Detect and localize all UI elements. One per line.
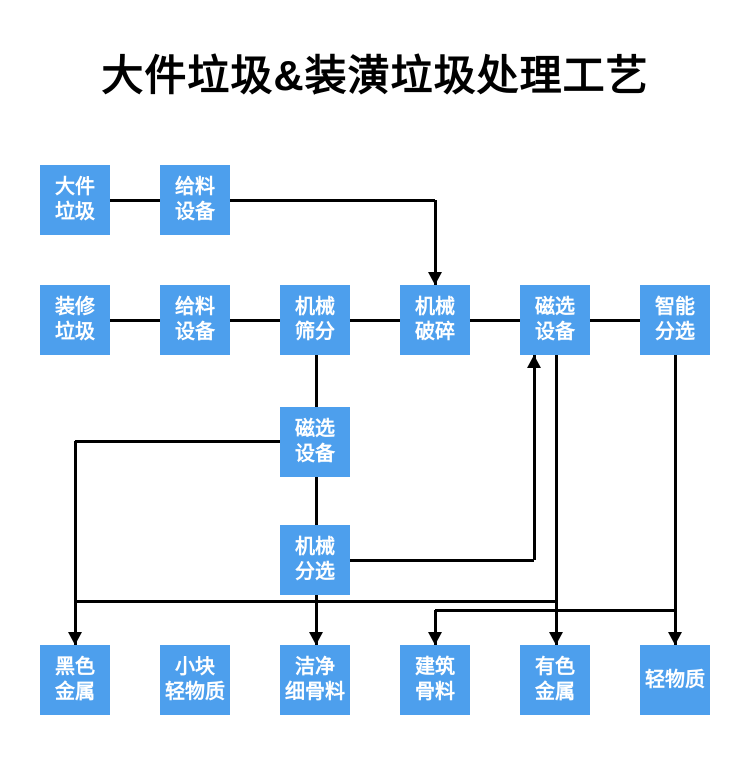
node-mechanical-sorting: 机械分选 xyxy=(280,525,350,595)
node-label: 小块 xyxy=(175,656,215,678)
node-construction-aggregate: 建筑骨料 xyxy=(400,645,470,715)
edge-ferrous-collector-line xyxy=(75,599,556,603)
node-label: 分选 xyxy=(295,561,335,583)
node-label: 设备 xyxy=(295,443,335,465)
node-mechanical-screening: 机械筛分 xyxy=(280,285,350,355)
edge-magnetic2-to-ferrous-line xyxy=(73,441,77,645)
arrowhead-up-icon xyxy=(527,355,541,368)
edge-branch-to-aggregate-line xyxy=(435,608,675,612)
arrowhead-down-icon xyxy=(549,632,563,645)
node-label: 破碎 xyxy=(415,321,455,343)
node-ferrous-metal: 黑色金属 xyxy=(40,645,110,715)
node-label: 有色 xyxy=(535,656,575,678)
node-intelligent-sorting: 智能分选 xyxy=(640,285,710,355)
node-label: 设备 xyxy=(175,321,215,343)
node-label: 轻物质 xyxy=(645,668,705,691)
node-nonferrous-metal: 有色金属 xyxy=(520,645,590,715)
node-renovation-waste: 装修垃圾 xyxy=(40,285,110,355)
node-label: 金属 xyxy=(535,681,575,703)
node-magnetic-separator-2: 磁选设备 xyxy=(280,407,350,477)
node-label: 机械 xyxy=(415,296,455,318)
node-label: 建筑 xyxy=(415,656,455,678)
arrowhead-down-icon xyxy=(428,632,442,645)
node-label: 黑色 xyxy=(55,656,95,678)
edge-crushing-to-magnetic1-line xyxy=(470,318,520,322)
node-label: 细骨料 xyxy=(285,681,345,703)
node-label: 分选 xyxy=(655,321,695,343)
node-label: 设备 xyxy=(175,201,215,223)
diagram-title: 大件垃圾&装潢垃圾处理工艺 xyxy=(101,52,649,99)
arrowhead-down-icon xyxy=(668,632,682,645)
edge-feeder1-to-crushing-line xyxy=(230,198,435,202)
node-mechanical-crushing: 机械破碎 xyxy=(400,285,470,355)
edge-magnetic1-to-intelligent-line xyxy=(590,318,640,322)
node-label: 智能 xyxy=(655,296,695,318)
node-label: 大件 xyxy=(55,176,95,198)
edge-sorting-to-magnetic1-line xyxy=(532,355,536,560)
edge-screening-to-magnetic2-line xyxy=(314,355,318,407)
node-feeder-1: 给料设备 xyxy=(160,165,230,235)
edge-screening-to-crushing-line xyxy=(350,318,400,322)
edge-renovation-to-feeder2-line xyxy=(110,318,160,322)
edge-magnetic2-to-ferrous-line xyxy=(75,439,280,443)
node-label: 金属 xyxy=(55,681,95,703)
edge-sorting-to-magnetic1-line xyxy=(350,558,534,562)
node-label: 装修 xyxy=(55,296,95,318)
node-label: 给料 xyxy=(175,176,215,198)
node-label: 垃圾 xyxy=(55,321,95,343)
node-label: 机械 xyxy=(295,536,335,558)
node-label: 洁净 xyxy=(295,656,335,678)
node-clean-fine-aggregate: 洁净细骨料 xyxy=(280,645,350,715)
node-label: 磁选 xyxy=(295,418,335,440)
arrowhead-down-icon xyxy=(309,632,323,645)
node-bulky-waste: 大件垃圾 xyxy=(40,165,110,235)
node-magnetic-separator-1: 磁选设备 xyxy=(520,285,590,355)
node-label: 磁选 xyxy=(535,296,575,318)
node-feeder-2: 给料设备 xyxy=(160,285,230,355)
edge-magnetic2-to-sorting-line xyxy=(314,477,318,525)
arrowhead-down-icon xyxy=(68,632,82,645)
edge-bulky-to-feeder1-line xyxy=(110,198,160,202)
node-label: 筛分 xyxy=(295,321,335,343)
edge-branch-to-aggregate-line xyxy=(433,610,437,645)
node-label: 骨料 xyxy=(415,681,455,703)
node-small-light-material: 小块轻物质 xyxy=(160,645,230,715)
node-label: 机械 xyxy=(295,296,335,318)
node-label: 垃圾 xyxy=(55,201,95,223)
arrowhead-down-icon xyxy=(428,272,442,285)
edge-feeder2-to-screening-line xyxy=(230,318,280,322)
edge-feeder1-to-crushing-line xyxy=(433,200,437,285)
edge-magnetic1-to-nonferrous-line xyxy=(554,355,558,645)
node-label: 给料 xyxy=(175,296,215,318)
node-label: 轻物质 xyxy=(165,681,225,703)
node-light-material: 轻物质 xyxy=(640,645,710,715)
edge-sorting-to-fine-aggregate-line xyxy=(314,595,318,645)
edge-intelligent-to-light-line xyxy=(673,355,677,645)
node-label: 设备 xyxy=(535,321,575,343)
